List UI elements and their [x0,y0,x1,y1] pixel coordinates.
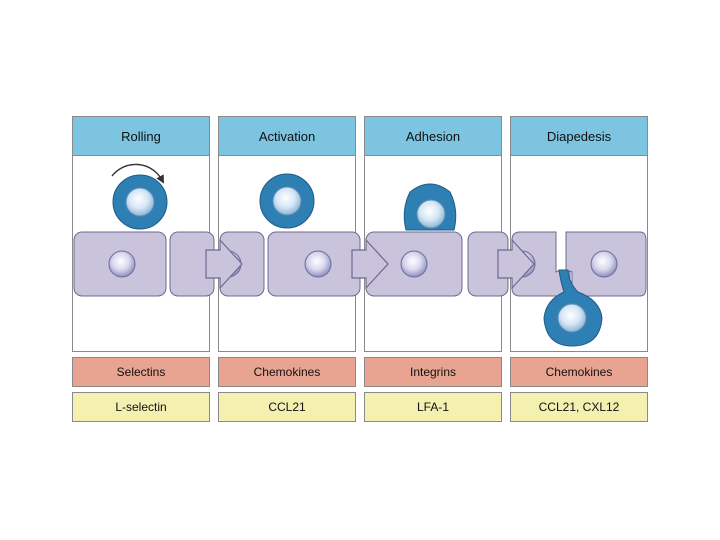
molecule-family-adhesion: Integrins [364,357,502,387]
example-molecule-adhesion: LFA-1 [364,392,502,422]
stage-title-rolling: Rolling [72,116,210,156]
leukocyte-diapedesis [543,269,603,347]
stage-title-diapedesis: Diapedesis [510,116,648,156]
arrow-right-icon [205,238,243,290]
rolling-direction-arrow-icon [111,163,165,184]
leukocyte-nucleus [125,187,155,217]
example-molecule-diapedesis: CCL21, CXL12 [510,392,648,422]
leukocyte-nucleus [557,303,587,333]
endothelial-nucleus [590,250,618,278]
endothelial-nucleus [400,250,428,278]
leukocyte-nucleus [272,186,302,216]
leukocyte-activated [259,173,315,229]
endothelial-nucleus [108,250,136,278]
arrow-right-icon [497,238,535,290]
stage-title-activation: Activation [218,116,356,156]
leukocyte-adherent [403,183,457,231]
endothelial-nucleus [304,250,332,278]
example-molecule-activation: CCL21 [218,392,356,422]
stage-transition-arrows [205,238,535,290]
arrow-right-icon [351,238,389,290]
example-molecule-rolling: L-selectin [72,392,210,422]
molecule-family-diapedesis: Chemokines [510,357,648,387]
molecule-family-rolling: Selectins [72,357,210,387]
leukocyte-nucleus [416,199,446,229]
stage-title-adhesion: Adhesion [364,116,502,156]
molecule-family-activation: Chemokines [218,357,356,387]
leukocyte-rolling [111,163,168,230]
